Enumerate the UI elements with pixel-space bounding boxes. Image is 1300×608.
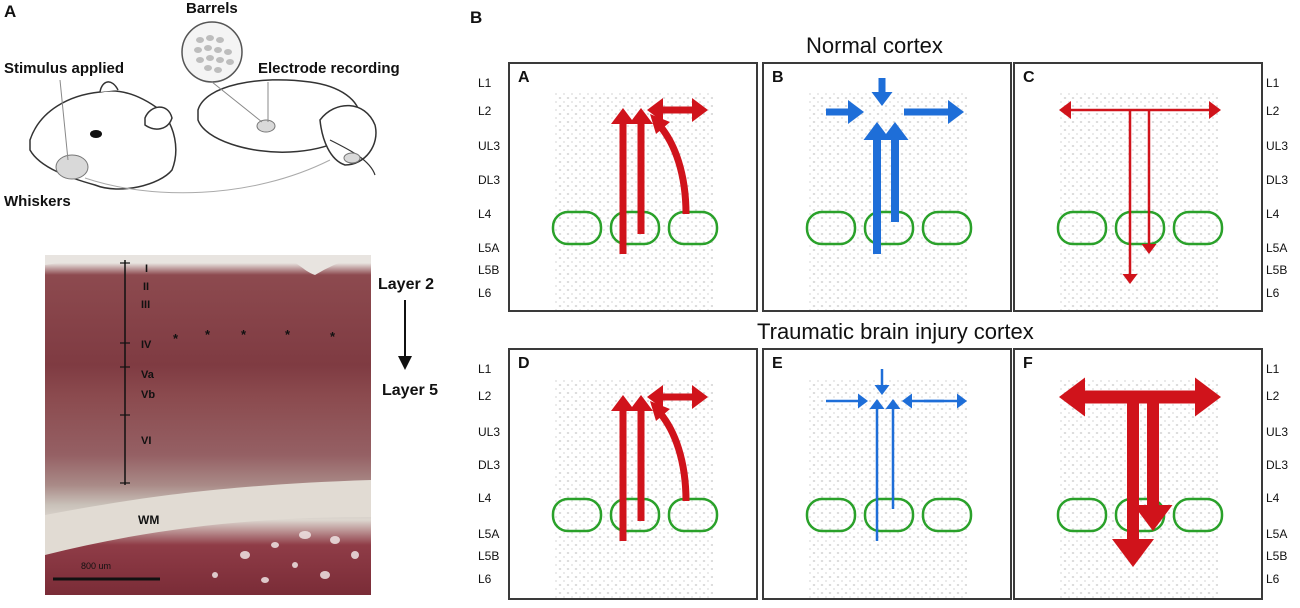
- normal-cortex-title: Normal cortex: [806, 33, 943, 58]
- whisker-pad-icon: [55, 154, 89, 180]
- histology-section: I II III IV Va Vb VI WM * * * * * 800 um: [45, 255, 371, 595]
- layer-I-label: I: [145, 263, 149, 275]
- box-d-diagram: [551, 379, 719, 598]
- layer-II-label: II: [143, 281, 150, 293]
- layer-VI-label: VI: [141, 435, 152, 447]
- box-d-letter: D: [518, 355, 530, 372]
- barrels-magnifier: [181, 21, 243, 83]
- barrel-asterisk: *: [285, 327, 291, 342]
- box-c-letter: C: [1023, 69, 1035, 86]
- rat-brain-schematic: [29, 21, 377, 194]
- stimulus-label: Stimulus applied: [4, 60, 125, 77]
- barrel-cortex-spot: [256, 119, 276, 133]
- layer-Vb-label: Vb: [141, 389, 156, 401]
- layer-III-label: III: [141, 299, 151, 311]
- tbi-cortex-title: Traumatic brain injury cortex: [757, 319, 1034, 344]
- box-c-diagram: [1056, 92, 1224, 310]
- wm-label: WM: [138, 513, 160, 527]
- box-f-letter: F: [1023, 355, 1033, 372]
- barrel-asterisk: *: [173, 331, 179, 346]
- panel-b-letter: B: [470, 8, 483, 27]
- box-b: B: [762, 62, 1012, 312]
- box-b-letter: B: [772, 69, 784, 86]
- panel-a-letter: A: [4, 2, 17, 21]
- down-arrow-icon: [398, 300, 412, 370]
- rat-head-outline: [29, 90, 177, 190]
- box-e: E: [762, 348, 1012, 600]
- whiskers-label: Whiskers: [4, 193, 71, 210]
- layer5-label: Layer 5: [382, 382, 439, 399]
- box-c: C: [1013, 62, 1263, 312]
- barrel-asterisk: *: [330, 329, 336, 344]
- scale-bar-label: 800 um: [81, 561, 112, 571]
- barrel-asterisk: *: [205, 327, 211, 342]
- electrode-label: Electrode recording: [258, 60, 400, 77]
- box-b-diagram: [805, 78, 973, 310]
- box-a-diagram: [551, 92, 719, 310]
- layer-IV-label: IV: [141, 339, 152, 351]
- box-a-letter: A: [518, 69, 530, 86]
- rat-ear-back: [99, 81, 119, 93]
- layer2-label: Layer 2: [378, 276, 435, 293]
- box-f-diagram: [1056, 377, 1224, 598]
- barrels-label: Barrels: [186, 0, 238, 17]
- box-e-diagram: [805, 369, 973, 598]
- box-a: A: [508, 62, 758, 312]
- barrel-asterisk: *: [241, 327, 247, 342]
- box-d: D: [508, 348, 758, 600]
- cerebellum-outline: [319, 104, 377, 166]
- rat-ear: [144, 106, 173, 130]
- rat-eye: [90, 130, 102, 138]
- box-e-letter: E: [772, 355, 783, 372]
- layer-Va-label: Va: [141, 369, 154, 381]
- box-f: F: [1013, 348, 1263, 600]
